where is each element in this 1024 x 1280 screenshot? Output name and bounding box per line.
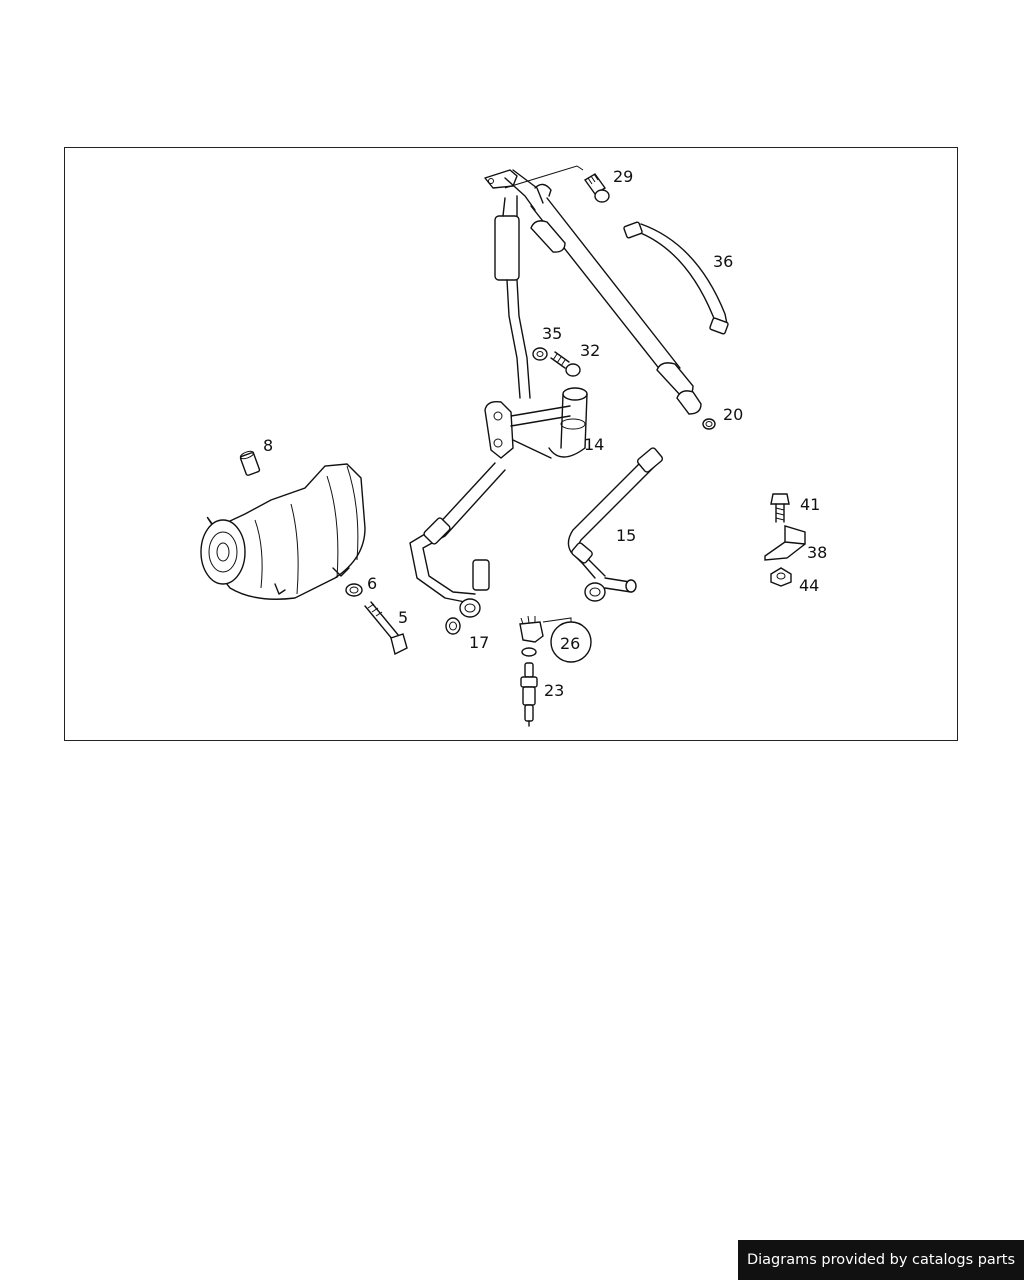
callout-circle-26: [550, 621, 592, 663]
callout-17: 17: [469, 633, 489, 652]
callout-44: 44: [799, 576, 819, 595]
valve-23: [520, 662, 538, 727]
callout-26: 26: [560, 634, 580, 653]
sleeve-8: [239, 450, 261, 476]
o-ring-20: [702, 418, 716, 430]
parts-diagram-frame: 29 36 35 32 20 14 8 41 15 38 6 44 5 17 2…: [64, 147, 958, 741]
fitting-29: [504, 165, 610, 203]
lower-line: [409, 462, 506, 618]
nut-44: [770, 567, 792, 587]
clip-38: [764, 525, 806, 561]
callout-5: 5: [398, 608, 408, 627]
callout-6: 6: [367, 574, 377, 593]
valve-cap-26: [519, 615, 592, 663]
callout-20: 20: [723, 405, 743, 424]
callout-36: 36: [713, 252, 733, 271]
callout-41: 41: [800, 495, 820, 514]
suction-line: [494, 195, 531, 399]
main-hose: [484, 169, 702, 415]
credit-banner: Diagrams provided by catalogs parts: [738, 1240, 1024, 1280]
bracket-assembly: [484, 387, 588, 459]
callout-38: 38: [807, 543, 827, 562]
parts-diagram: 29 36 35 32 20 14 8 41 15 38 6 44 5 17 2…: [200, 165, 827, 727]
credit-text: Diagrams provided by catalogs parts: [746, 1252, 1016, 1268]
callout-23: 23: [544, 681, 564, 700]
callout-15: 15: [616, 526, 636, 545]
compressor: [200, 463, 366, 600]
callout-29: 29: [613, 167, 633, 186]
washer-35-bolt-32: [532, 347, 581, 377]
callout-32: 32: [580, 341, 600, 360]
callout-35: 35: [542, 324, 562, 343]
bolt-5: [364, 601, 408, 656]
line-15: [567, 447, 664, 602]
o-ring-17: [445, 617, 461, 635]
washer-6: [345, 583, 363, 597]
bolt-41: [770, 493, 790, 523]
callout-8: 8: [263, 436, 273, 455]
hose-36: [623, 221, 729, 335]
callout-14: 14: [584, 435, 604, 454]
